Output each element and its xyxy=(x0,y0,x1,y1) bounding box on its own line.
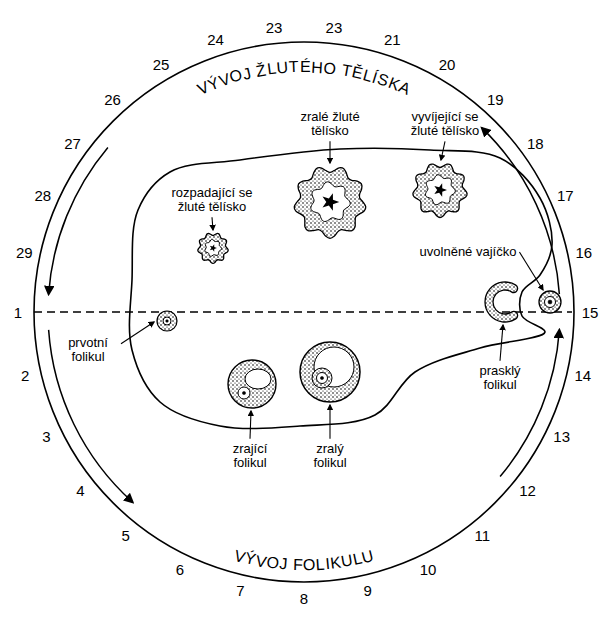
title-letter: F xyxy=(293,557,303,573)
ruptured-follicle xyxy=(485,282,518,322)
title-letter: T xyxy=(289,59,299,75)
title-letter: L xyxy=(315,556,325,573)
oocyte xyxy=(238,387,250,399)
day-number: 14 xyxy=(574,368,591,383)
leader-arrow xyxy=(519,252,543,290)
corpus-core xyxy=(210,244,217,251)
oocyte-nucleus xyxy=(320,376,323,379)
phase-arrow xyxy=(482,128,560,294)
corpus-inner xyxy=(425,175,455,205)
phase-title: VÝVOJ ŽLUTÉHO TĚLÍSKA xyxy=(198,57,411,98)
title-letter: É xyxy=(300,59,311,75)
cycle-circle xyxy=(34,42,574,582)
oocyte-nucleus xyxy=(242,391,245,394)
oocyte xyxy=(163,317,171,325)
day-number: 17 xyxy=(557,188,574,203)
mature-follicle xyxy=(300,342,360,402)
corpus-outer xyxy=(294,168,366,239)
day-number: 6 xyxy=(176,562,184,577)
day-number: 23 xyxy=(326,20,343,35)
oocyte xyxy=(317,373,328,384)
oocyte xyxy=(545,297,556,308)
structure-label: zralé žluté tělísko xyxy=(288,110,372,139)
corpus-luteum xyxy=(413,164,467,217)
structure-label: vyvíjející se žluté tělísko xyxy=(399,110,491,139)
day-number: 9 xyxy=(363,583,371,598)
day-number: 20 xyxy=(439,57,456,72)
day-number: 8 xyxy=(300,591,308,606)
corpus-inner xyxy=(311,182,350,222)
oocyte-nucleus xyxy=(548,300,552,304)
day-number: 10 xyxy=(420,562,437,577)
day-number: 3 xyxy=(42,429,50,444)
corpus-inner xyxy=(205,239,222,256)
title-letter: J xyxy=(279,556,288,573)
title-letter: O xyxy=(266,555,280,572)
title-letter xyxy=(287,557,292,573)
structure-label: prvotní folikul xyxy=(58,336,118,365)
oocyte-nucleus xyxy=(166,320,169,323)
structure-label: prasklý folikul xyxy=(470,364,530,393)
title-letter: O xyxy=(303,557,316,573)
structure-label: zralý folikul xyxy=(300,442,360,471)
structure-label: rozpadající se žluté tělísko xyxy=(162,186,262,215)
structure-label: uvolněné vajíčko xyxy=(420,245,517,259)
phase-arrow xyxy=(49,147,108,294)
phase-title: VÝVOJ FOLIKULU xyxy=(231,547,377,575)
title-letter: U xyxy=(276,60,289,77)
phase-arrow xyxy=(49,330,133,502)
ovary-outline xyxy=(129,148,552,428)
primordial-follicle xyxy=(157,311,177,331)
structure-label: zrající folikul xyxy=(220,442,280,471)
day-number: 19 xyxy=(487,92,504,107)
leader-arrow xyxy=(250,411,251,439)
cumulus xyxy=(312,368,332,388)
leader-arrow xyxy=(329,405,330,439)
leader-arrow xyxy=(212,217,213,230)
corpus-outer xyxy=(198,233,228,263)
title-letter: O xyxy=(323,60,337,77)
day-number: 15 xyxy=(582,305,599,320)
day-number: 23 xyxy=(266,20,283,35)
day-number: 27 xyxy=(64,136,81,151)
title-letter: H xyxy=(311,59,323,76)
day-number: 4 xyxy=(76,483,84,498)
day-number: 25 xyxy=(153,57,170,72)
maturing-follicle xyxy=(228,360,276,408)
day-number: 16 xyxy=(575,245,592,260)
day-number: 5 xyxy=(122,528,130,543)
corpus-luteum xyxy=(294,168,366,239)
title-letter: L xyxy=(266,61,277,78)
day-number: 28 xyxy=(34,188,51,203)
day-number: 2 xyxy=(21,368,29,383)
day-number: 13 xyxy=(553,429,570,444)
day-number: 24 xyxy=(207,32,224,47)
corpus-luteum xyxy=(198,233,228,263)
released-egg xyxy=(539,291,561,313)
day-number: 1 xyxy=(14,305,22,320)
corpus-core xyxy=(323,193,340,211)
day-number: 7 xyxy=(236,583,244,598)
corpus-outer xyxy=(413,164,467,217)
day-number: 11 xyxy=(475,528,491,543)
day-number: 26 xyxy=(104,92,121,107)
title-letter: V xyxy=(254,553,267,571)
leader-arrow xyxy=(500,325,503,361)
leader-arrow xyxy=(121,322,154,344)
day-number: 12 xyxy=(519,483,536,498)
day-number: 18 xyxy=(527,136,544,151)
leader-arrow xyxy=(329,141,330,163)
leader-arrow xyxy=(441,141,445,160)
corpus-core xyxy=(434,183,447,196)
follicle-antrum xyxy=(245,369,271,389)
follicle-antrum xyxy=(314,347,354,387)
day-number: 21 xyxy=(384,32,401,47)
title-letter: Ž xyxy=(255,62,267,79)
day-number: 29 xyxy=(16,245,33,260)
phase-arrow xyxy=(500,330,559,477)
